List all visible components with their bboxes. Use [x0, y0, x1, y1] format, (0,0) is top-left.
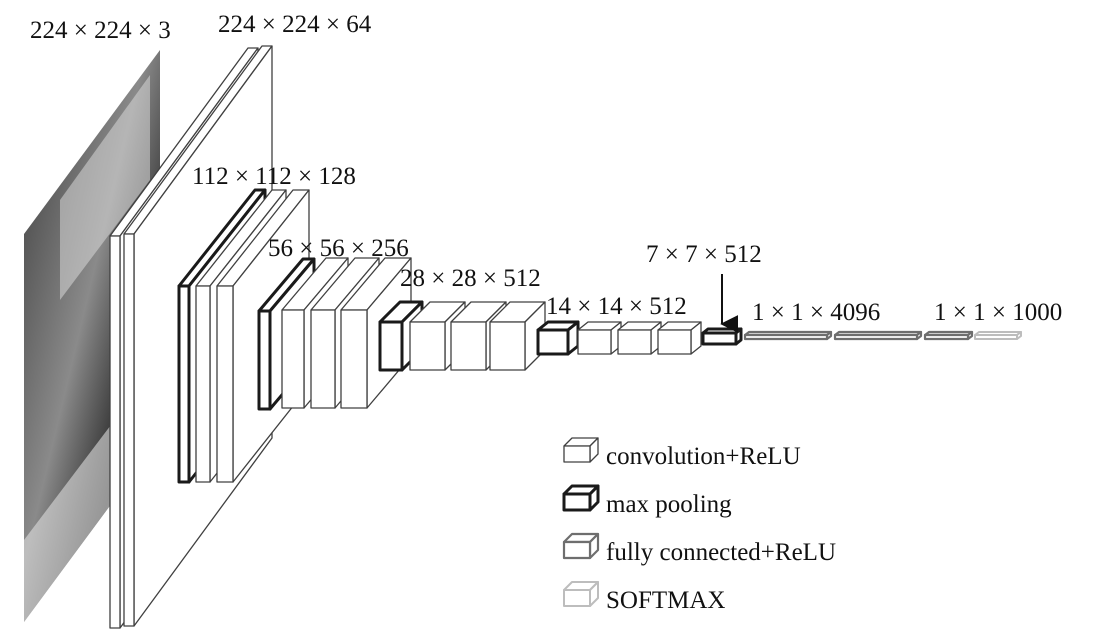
- block4-conv-layer-4: [489, 301, 546, 371]
- block4-conv-layer-3-front-face: [450, 321, 487, 371]
- block2-conv-layer-3: [216, 189, 310, 483]
- input-dims-label: 224 × 224 × 3: [30, 17, 171, 44]
- legend-swatch-pool-front-face: [562, 492, 592, 512]
- block5-conv-layer-2-front-face: [577, 329, 612, 355]
- block2-conv-layer-2-front-face: [195, 285, 211, 483]
- block4-conv-layer-2-front-face: [409, 321, 446, 371]
- block5-pool-layer-1-front-face: [536, 328, 570, 356]
- softmax-group: [974, 331, 1022, 340]
- block4-conv-layer-4-front-face: [489, 321, 526, 371]
- legend: convolution+ReLU max pooling fully connect…: [562, 437, 836, 614]
- fc-fc-layer-1: [743, 330, 833, 341]
- block1-conv-layer-1-front-face: [109, 235, 121, 629]
- block3-conv-layer-4: [340, 257, 412, 409]
- legend-swatch-pool: [562, 484, 600, 512]
- block4-dims-label: 28 × 28 × 512: [400, 265, 541, 292]
- pool5-pool-layer-1-front-face: [701, 331, 738, 346]
- block2-conv-layer-3-front-face: [216, 285, 234, 483]
- block2-dims-label: 112 × 112 × 128: [192, 163, 356, 190]
- legend-label-softmax: SOFTMAX: [606, 587, 725, 614]
- block2-pool-layer-1-front-face: [177, 284, 191, 484]
- legend-label-conv: convolution+ReLU: [606, 443, 801, 470]
- photo-sky-region: [60, 75, 150, 300]
- block3-pool-layer-1-front-face: [257, 309, 272, 411]
- legend-label-pool: max pooling: [606, 491, 732, 518]
- block5-conv-layer-3: [617, 321, 662, 355]
- legend-swatch-softmax: [563, 581, 599, 607]
- block2-group: [177, 188, 310, 484]
- legend-swatch-fc-front-face: [562, 540, 592, 560]
- block4-pool-layer-1-front-face: [378, 320, 404, 372]
- legend-swatch-conv-front-face: [563, 445, 591, 463]
- dimension-labels: 224 × 224 × 3 224 × 224 × 64 112 × 112 ×…: [30, 11, 1062, 333]
- legend-swatch-fc: [562, 532, 600, 560]
- softmax-dims-label: 1 × 1 × 1000: [934, 299, 1062, 326]
- block5-conv-layer-4: [657, 321, 702, 355]
- fc-fc-layer-3: [923, 330, 974, 341]
- block5-dims-label: 14 × 14 × 512: [546, 293, 687, 320]
- block1-dims-label: 224 × 224 × 64: [218, 11, 372, 38]
- fc-dims-label: 1 × 1 × 4096: [752, 299, 880, 326]
- pool5-group: [701, 327, 743, 346]
- legend-swatch-softmax-front-face: [563, 589, 591, 607]
- fc-fc-layer-2-front-face: [833, 333, 919, 341]
- block3-conv-layer-3-front-face: [310, 309, 336, 409]
- fc-fc-layer-3-front-face: [923, 333, 970, 341]
- block5-pool-layer-1: [536, 320, 580, 356]
- block5-conv-layer-3-front-face: [617, 329, 652, 355]
- block3-conv-layer-4-front-face: [340, 309, 368, 409]
- softmax-softmax-layer-1: [974, 331, 1022, 340]
- fc-fc-layer-1-front-face: [743, 333, 829, 341]
- block4-group: [378, 300, 546, 372]
- block5-group: [536, 320, 702, 356]
- block3-conv-layer-2-front-face: [281, 309, 305, 409]
- block5-conv-layer-2: [577, 321, 622, 355]
- network-layers: [109, 45, 1022, 629]
- legend-swatch-conv: [563, 437, 599, 463]
- block1-conv-layer-2-front-face: [123, 233, 135, 627]
- legend-label-fc: fully connected+ReLU: [606, 539, 836, 566]
- fc-fc-layer-2: [833, 330, 923, 341]
- block3-dims-label: 56 × 56 × 256: [268, 235, 409, 262]
- fc-group: [743, 330, 974, 341]
- pool5-pool-layer-1: [701, 327, 743, 346]
- softmax-softmax-layer-1-front-face: [974, 334, 1018, 340]
- block5-conv-layer-4-front-face: [657, 329, 692, 355]
- pool5-dims-label: 7 × 7 × 512: [646, 241, 762, 268]
- block3-group: [257, 257, 412, 411]
